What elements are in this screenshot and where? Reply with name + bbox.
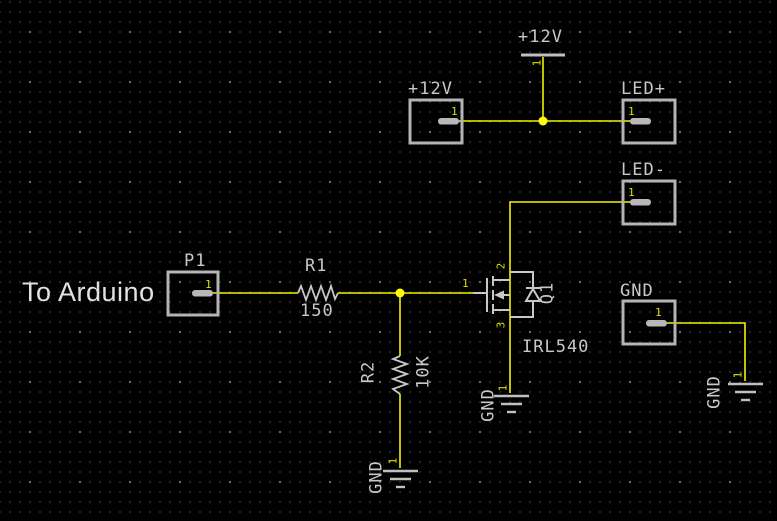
connector-12v-label[interactable]: +12V bbox=[408, 79, 453, 99]
r2-ref-label[interactable]: R2 bbox=[358, 360, 379, 384]
pin-stub-led-minus bbox=[630, 199, 651, 206]
wire-ledminus-drain-source[interactable] bbox=[509, 201, 632, 393]
r1-value-label[interactable]: 150 bbox=[300, 301, 334, 321]
gnd3-label[interactable]: GND bbox=[704, 375, 725, 409]
q1-value-label[interactable]: IRL540 bbox=[522, 337, 590, 357]
resistor-r2-symbol[interactable] bbox=[390, 355, 410, 395]
q1-pin-gate-number: 1 bbox=[462, 277, 469, 290]
supply-12v-label[interactable]: +12V bbox=[518, 27, 563, 47]
mosfet-q1-symbol[interactable] bbox=[473, 271, 542, 318]
q1-ref-label[interactable]: Q1 bbox=[537, 281, 558, 305]
supply-12v-pin-number: 1 bbox=[530, 59, 544, 67]
connector-led-plus-pin-number: 1 bbox=[628, 105, 635, 118]
r2-value-label[interactable]: 10K bbox=[413, 355, 434, 389]
connector-led-plus-label[interactable]: LED+ bbox=[621, 79, 666, 99]
connector-led-minus-pin-number: 1 bbox=[628, 186, 635, 199]
r1-ref-label[interactable]: R1 bbox=[305, 256, 328, 276]
gnd2-label[interactable]: GND bbox=[366, 460, 387, 494]
pin-stub-12v bbox=[438, 118, 459, 125]
gnd2-pin-number: 1 bbox=[386, 457, 400, 465]
connector-box-12v[interactable] bbox=[408, 98, 464, 145]
gnd1-pin-number: 1 bbox=[496, 384, 510, 392]
q1-pin-source-number: 3 bbox=[494, 321, 508, 329]
connector-p1-label[interactable]: P1 bbox=[184, 251, 207, 271]
connector-p1-pin-number: 1 bbox=[205, 278, 212, 291]
connector-box-led-plus[interactable] bbox=[621, 98, 677, 145]
connector-gnd-pin-number: 1 bbox=[655, 306, 662, 319]
q1-pin-drain-number: 2 bbox=[494, 262, 508, 270]
gnd-symbol-q1-source[interactable] bbox=[494, 394, 529, 414]
gnd-symbol-right[interactable] bbox=[728, 382, 763, 402]
connector-box-gnd[interactable] bbox=[621, 299, 677, 346]
connector-led-minus-label[interactable]: LED- bbox=[621, 160, 666, 180]
note-to-arduino[interactable]: To Arduino bbox=[22, 277, 155, 307]
mosfet-arrow bbox=[494, 290, 504, 300]
pin-stub-led-plus bbox=[630, 118, 651, 125]
connector-box-led-minus[interactable] bbox=[621, 179, 677, 226]
pin-stub-p1 bbox=[192, 290, 213, 297]
resistor-r1-symbol[interactable] bbox=[297, 283, 339, 303]
connector-gnd-label[interactable]: GND bbox=[620, 281, 654, 301]
gnd3-pin-number: 1 bbox=[731, 371, 745, 379]
junction-dot-12v[interactable] bbox=[538, 116, 548, 126]
pin-stub-gnd bbox=[646, 320, 667, 327]
gnd-symbol-r2[interactable] bbox=[383, 469, 418, 489]
connector-box-p1[interactable] bbox=[166, 270, 220, 317]
gnd1-label[interactable]: GND bbox=[478, 388, 499, 422]
wire-gndconn-to-gnd[interactable] bbox=[666, 322, 746, 381]
connector-12v-pin-number: 1 bbox=[451, 105, 458, 118]
junction-dot-gate[interactable] bbox=[395, 288, 405, 298]
